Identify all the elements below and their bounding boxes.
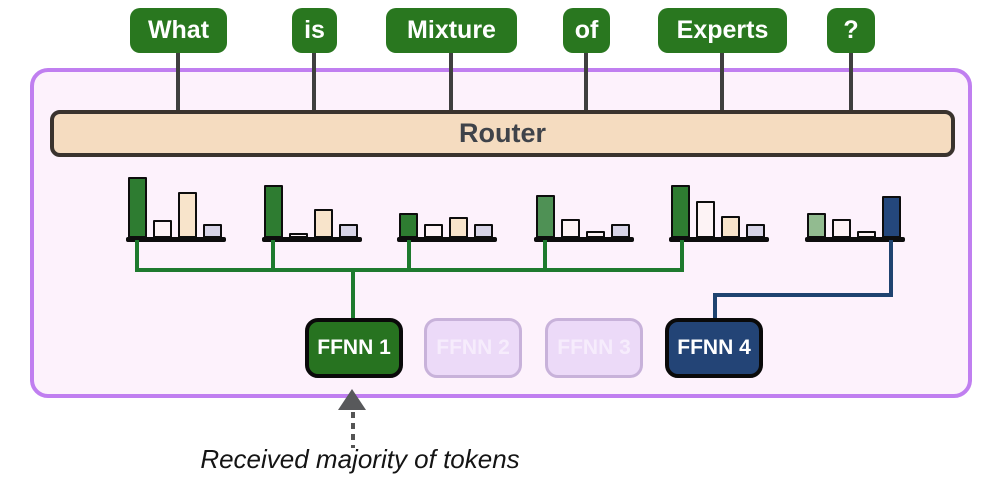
prob-bar — [857, 231, 876, 238]
router-prob-chart — [669, 170, 769, 242]
prob-bar — [153, 220, 172, 238]
chart-baseline — [262, 237, 362, 242]
token-connector-line — [849, 50, 853, 114]
chart-baseline — [126, 237, 226, 242]
chart-baseline — [397, 237, 497, 242]
routing-line-navy — [713, 293, 717, 320]
router-prob-chart — [805, 170, 905, 242]
router-label: Router — [459, 118, 546, 148]
routing-line-green — [351, 268, 355, 318]
router-block: Router — [50, 110, 955, 157]
routing-line-green — [135, 268, 684, 272]
routing-line-navy — [713, 293, 893, 297]
routing-line-navy — [889, 240, 893, 297]
prob-bar — [449, 217, 468, 238]
prob-bar — [832, 219, 851, 238]
routing-line-green — [543, 240, 547, 272]
token-connector-line — [584, 50, 588, 114]
prob-bar — [696, 201, 715, 238]
chart-baseline — [534, 237, 634, 242]
annotation-caption: Received majority of tokens — [200, 444, 520, 474]
token-is: is — [292, 8, 337, 53]
token-mixture: Mixture — [386, 8, 517, 53]
prob-bar — [264, 185, 283, 238]
prob-bar — [474, 224, 493, 238]
arrow-up-icon — [338, 389, 366, 410]
router-prob-chart — [534, 170, 634, 242]
token-connector-line — [176, 50, 180, 114]
prob-bar — [128, 177, 147, 238]
prob-bar — [807, 213, 826, 238]
router-prob-chart — [262, 170, 362, 242]
expert-ffnn-1: FFNN 1 — [305, 318, 403, 378]
prob-bar — [178, 192, 197, 238]
prob-bar — [424, 224, 443, 238]
chart-baseline — [805, 237, 905, 242]
token-question: ? — [827, 8, 875, 53]
prob-bar — [399, 213, 418, 238]
prob-bar — [561, 219, 580, 238]
token-of: of — [563, 8, 610, 53]
token-experts: Experts — [658, 8, 787, 53]
prob-bar — [611, 224, 630, 238]
token-what: What — [130, 8, 227, 53]
prob-bar — [536, 195, 555, 238]
prob-bar — [721, 216, 740, 238]
prob-bar — [314, 209, 333, 238]
router-prob-chart — [126, 170, 226, 242]
routing-line-green — [135, 240, 139, 272]
routing-line-green — [680, 240, 684, 272]
prob-bar — [671, 185, 690, 238]
prob-bar — [289, 233, 308, 238]
prob-bar — [746, 224, 765, 238]
prob-bar — [882, 196, 901, 238]
expert-ffnn-4: FFNN 4 — [665, 318, 763, 378]
expert-ffnn-3: FFNN 3 — [545, 318, 643, 378]
chart-baseline — [669, 237, 769, 242]
prob-bar — [339, 224, 358, 238]
prob-bar — [586, 231, 605, 238]
expert-ffnn-2: FFNN 2 — [424, 318, 522, 378]
router-prob-chart — [397, 170, 497, 242]
routing-line-green — [407, 240, 411, 272]
dotted-arrow-line — [351, 412, 355, 448]
token-connector-line — [449, 50, 453, 114]
token-connector-line — [720, 50, 724, 114]
token-connector-line — [312, 50, 316, 114]
prob-bar — [203, 224, 222, 238]
routing-line-green — [271, 240, 275, 272]
